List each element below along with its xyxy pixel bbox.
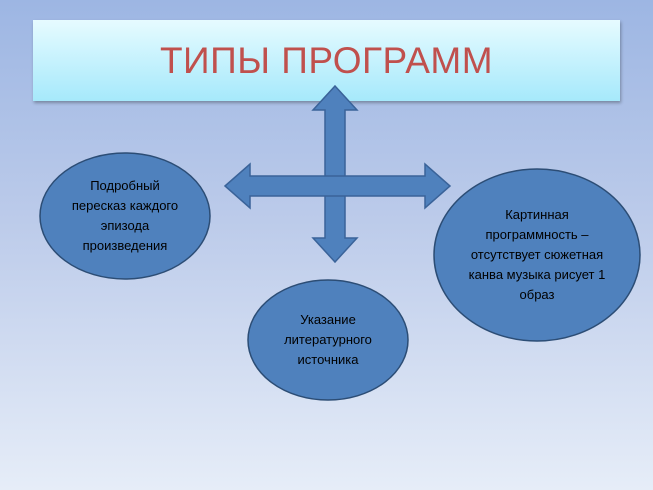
node-left-label: Подробный пересказ каждого эпизода произ… [71,178,179,253]
title-box: ТИПЫ ПРОГРАММ [33,20,620,101]
node-right-label: Картинная программность – отсутствует сю… [468,207,606,302]
node-right-shape [433,168,641,342]
node-bottom-shape [247,279,409,401]
vertical-double-arrow [311,84,359,264]
diagram-title: ТИПЫ ПРОГРАММ [159,39,494,81]
node-bottom-label: Указание литературного источника [284,312,372,367]
horizontal-double-arrow [223,162,452,210]
node-left-shape [39,152,211,280]
